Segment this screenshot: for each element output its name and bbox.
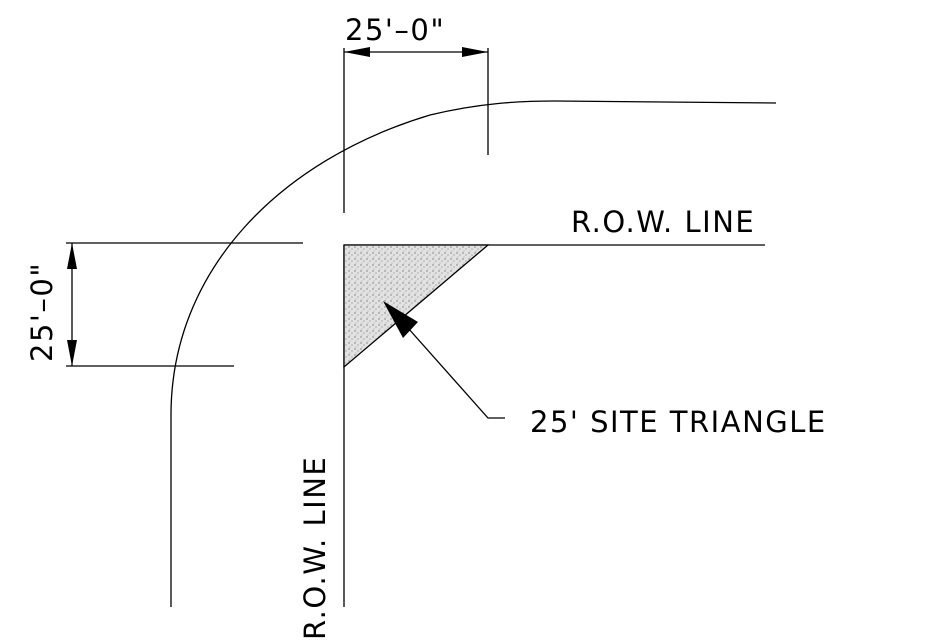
dim-horizontal-label: 25'–0": [345, 13, 445, 47]
dim-vertical-label: 25'–0": [25, 262, 59, 362]
dim-horizontal-arrow-left: [344, 47, 370, 57]
dim-horizontal-arrow-right: [462, 47, 488, 57]
dim-vertical-arrow-bottom: [67, 340, 77, 366]
row-line-horizontal-label: R.O.W. LINE: [571, 205, 755, 239]
site-triangle-leader: [407, 327, 505, 419]
site-triangle-label: 25' SITE TRIANGLE: [530, 405, 827, 439]
site-triangle-leader-arrow: [383, 301, 418, 338]
site-triangle-hatch: [343, 244, 490, 369]
curb-curve: [170, 100, 777, 607]
dim-vertical-arrow-top: [67, 243, 77, 269]
row-line-vertical-label: R.O.W. LINE: [298, 456, 332, 640]
